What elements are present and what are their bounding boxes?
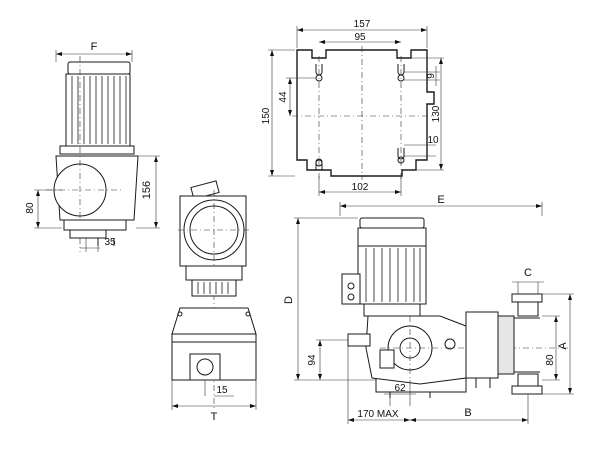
mounting-plate-view: 157 95 150 44 — [261, 19, 444, 196]
front-foot — [69, 229, 107, 239]
svg-text:35: 35 — [104, 237, 116, 248]
dim-e: E — [339, 194, 543, 216]
main-sight — [379, 349, 395, 369]
motor-body — [65, 73, 131, 147]
side-pump-top — [171, 307, 257, 335]
dim-b: B — [410, 394, 529, 424]
svg-text:T: T — [211, 411, 218, 423]
dim-150: 150 — [261, 49, 295, 177]
svg-text:A: A — [557, 342, 569, 350]
dim-35: 35 — [80, 237, 116, 252]
main-motor-top — [357, 227, 427, 247]
mounting-plate-outline — [296, 49, 435, 177]
svg-text:D: D — [283, 296, 295, 304]
svg-text:80: 80 — [25, 202, 36, 214]
dim-main-80: 80 — [542, 315, 560, 381]
dim-157: 157 — [296, 19, 428, 48]
mounting-slots — [315, 64, 405, 170]
dim-t: T — [171, 380, 257, 423]
dim-44: 44 — [278, 77, 316, 116]
side-view: 15 T — [171, 180, 257, 423]
main-discharge-valve-top — [511, 293, 543, 303]
dim-62: 62 — [384, 380, 416, 406]
dim-front-80: 80 — [25, 189, 62, 229]
front-base — [63, 219, 127, 231]
dim-94: 94 — [307, 339, 348, 380]
main-suction-valve-bottom — [511, 385, 543, 395]
front-view: F 156 80 35 — [25, 41, 160, 252]
svg-text:15: 15 — [216, 385, 228, 396]
svg-text:150: 150 — [261, 107, 272, 124]
dim-170-max: 170 MAX — [347, 346, 410, 424]
main-flange — [363, 303, 421, 317]
svg-text:95: 95 — [354, 32, 366, 43]
motor-flange — [59, 145, 135, 155]
main-pump-head-ring — [497, 315, 515, 375]
svg-text:130: 130 — [431, 105, 442, 122]
dim-102: 102 — [318, 176, 402, 196]
svg-text:9: 9 — [426, 73, 437, 79]
dim-10: 10 — [404, 135, 439, 157]
dim-a: A — [542, 293, 574, 395]
svg-text:94: 94 — [307, 354, 318, 366]
dim-15: 15 — [204, 380, 234, 397]
main-inlet — [347, 333, 371, 347]
side-coupling — [185, 265, 243, 281]
svg-text:156: 156 — [141, 181, 153, 199]
main-stroke-housing — [465, 311, 499, 379]
svg-text:62: 62 — [394, 383, 406, 394]
main-discharge-valve — [517, 301, 539, 317]
dim-d: D — [283, 217, 376, 381]
svg-text:102: 102 — [352, 182, 369, 193]
main-motor-cap — [359, 217, 425, 229]
svg-text:170 MAX: 170 MAX — [357, 409, 398, 420]
dim-f: F — [55, 41, 133, 62]
svg-text:C: C — [524, 267, 532, 279]
main-motor-body — [357, 245, 427, 305]
svg-text:E: E — [437, 194, 444, 206]
dim-9: 9 — [404, 66, 440, 86]
dim-95: 95 — [319, 32, 401, 44]
main-view: E D 94 C — [283, 194, 574, 424]
svg-text:80: 80 — [545, 354, 556, 366]
side-neck-fins — [197, 282, 229, 294]
svg-text:10: 10 — [427, 135, 439, 146]
svg-text:F: F — [91, 41, 98, 53]
svg-text:157: 157 — [354, 19, 371, 30]
motor-cap — [67, 61, 131, 75]
dim-130: 130 — [404, 57, 444, 171]
main-motor-fins — [365, 248, 421, 302]
side-pump-band — [171, 333, 257, 343]
main-suction-valve — [517, 373, 539, 387]
dim-c: C — [512, 267, 544, 294]
side-pump-port — [189, 353, 221, 381]
dim-156: 156 — [136, 155, 160, 229]
motor-fins — [71, 76, 127, 144]
svg-text:44: 44 — [278, 91, 289, 103]
side-neck — [191, 279, 237, 297]
svg-text:B: B — [464, 407, 471, 419]
